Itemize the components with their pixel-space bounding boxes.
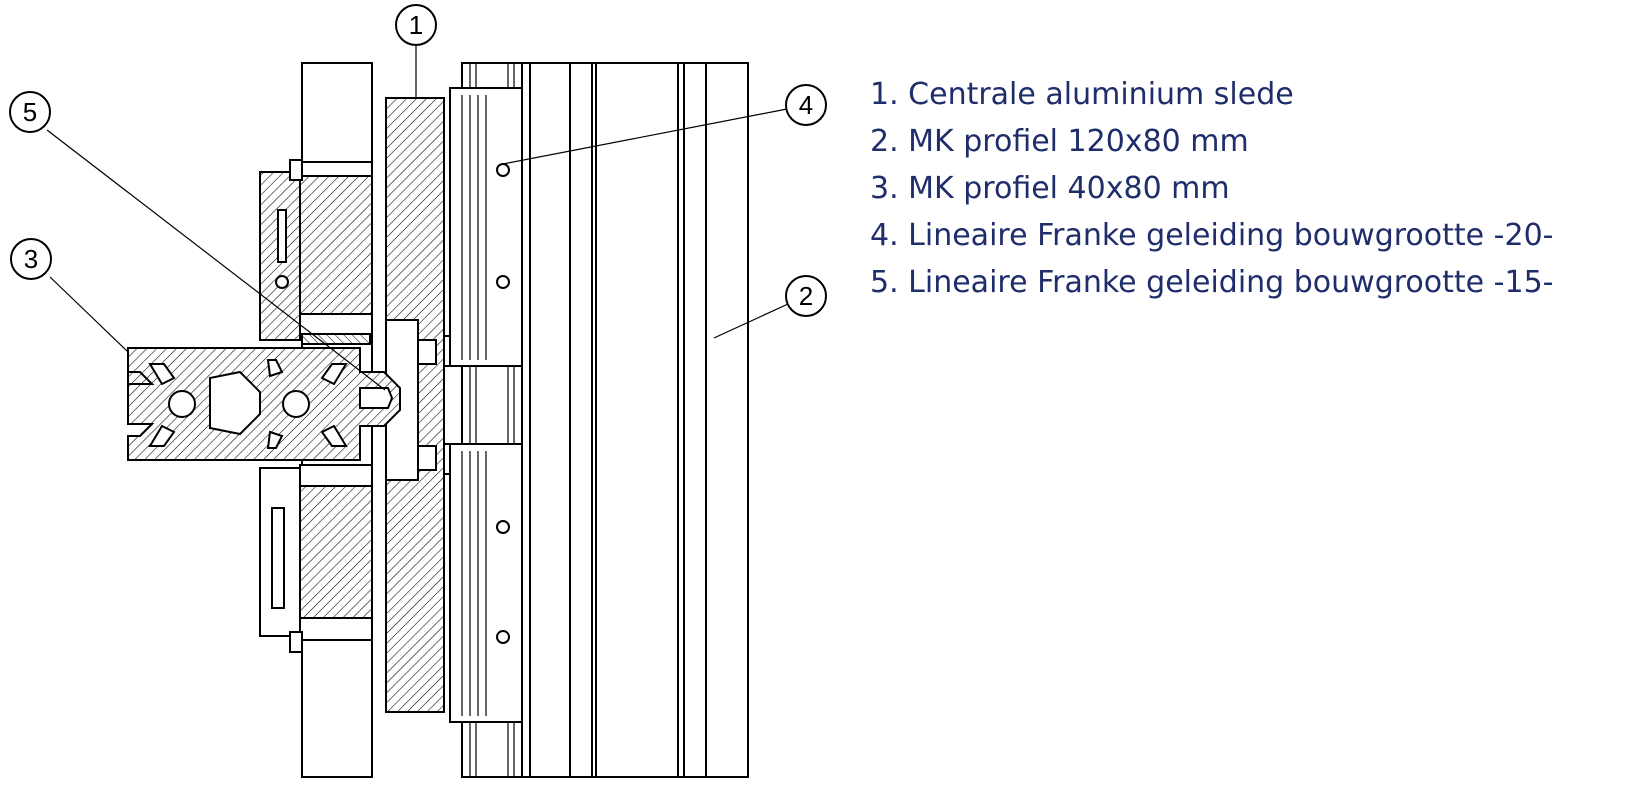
- callout-1-number: 1: [409, 10, 423, 40]
- mk-profile-40x80: [127, 347, 401, 461]
- callout-5: 5: [9, 91, 51, 133]
- callout-1: 1: [395, 4, 437, 46]
- legend-item-1: 1. Centrale aluminium slede: [870, 77, 1294, 112]
- callout-4-number: 4: [799, 90, 813, 120]
- legend-item-4: 4. Lineaire Franke geleiding bouwgrootte…: [870, 218, 1554, 253]
- legend-item-3: 3. MK profiel 40x80 mm: [870, 171, 1230, 206]
- linear-guide-15: [259, 159, 373, 653]
- callout-3-number: 3: [24, 244, 38, 274]
- legend-item-2: 2. MK profiel 120x80 mm: [870, 124, 1249, 159]
- parts-legend: 1. Centrale aluminium slede 2. MK profie…: [870, 78, 1553, 313]
- callout-5-number: 5: [23, 97, 37, 127]
- callout-2: 2: [785, 275, 827, 317]
- legend-item-5: 5. Lineaire Franke geleiding bouwgrootte…: [870, 265, 1554, 300]
- callout-3: 3: [10, 238, 52, 280]
- linear-guide-20: [435, 87, 523, 723]
- leader-lines: [46, 44, 789, 391]
- callout-2-number: 2: [799, 281, 813, 311]
- callout-4: 4: [785, 84, 827, 126]
